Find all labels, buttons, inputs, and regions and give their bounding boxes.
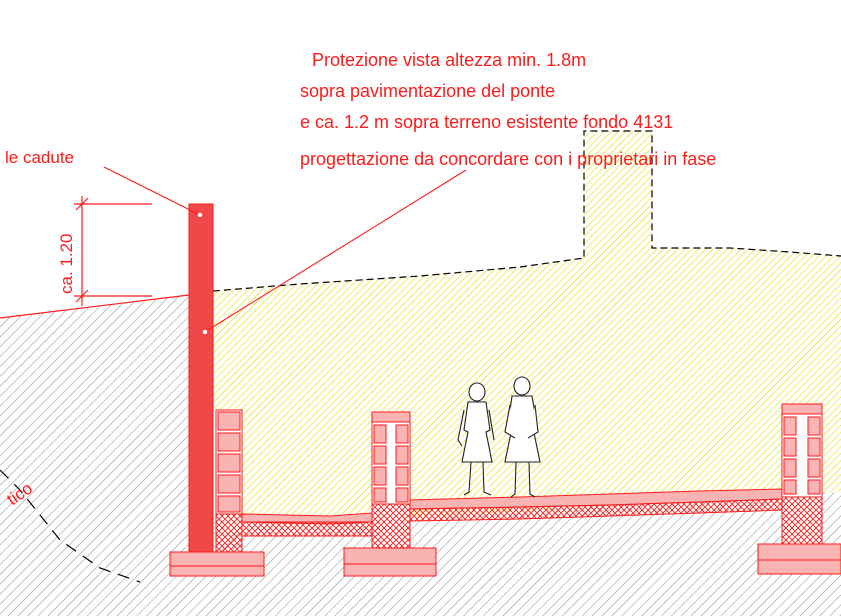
leader-lines <box>103 166 467 331</box>
brick-pillar-left <box>215 409 243 553</box>
existing-terrain <box>0 294 841 616</box>
person-figure-left <box>457 382 495 496</box>
brick-pier-middle <box>371 411 411 549</box>
label-fall-protection: le cadute <box>5 148 74 167</box>
dimension-marker <box>74 196 152 306</box>
leader-dot-bottom <box>202 329 208 335</box>
leader-dot-top <box>197 212 203 218</box>
person-figure-right <box>504 376 541 498</box>
annotation-line-3: e ca. 1.2 m sopra terreno esistente fond… <box>300 112 673 132</box>
visual-protection-zone <box>212 130 841 522</box>
annotation-line-4: progettazione da concordare con i propri… <box>300 149 716 169</box>
protection-post <box>188 203 214 555</box>
dimension-label: ca. 1.20 <box>57 234 76 295</box>
annotation-line-2: sopra pavimentazione del ponte <box>300 81 555 101</box>
annotation-note: Protezione vista altezza min. 1.8m sopra… <box>300 50 716 169</box>
brick-pier-right <box>781 403 823 545</box>
foundations <box>169 543 841 577</box>
annotation-line-1: Protezione vista altezza min. 1.8m <box>312 50 586 70</box>
bridge-deck <box>241 488 783 537</box>
